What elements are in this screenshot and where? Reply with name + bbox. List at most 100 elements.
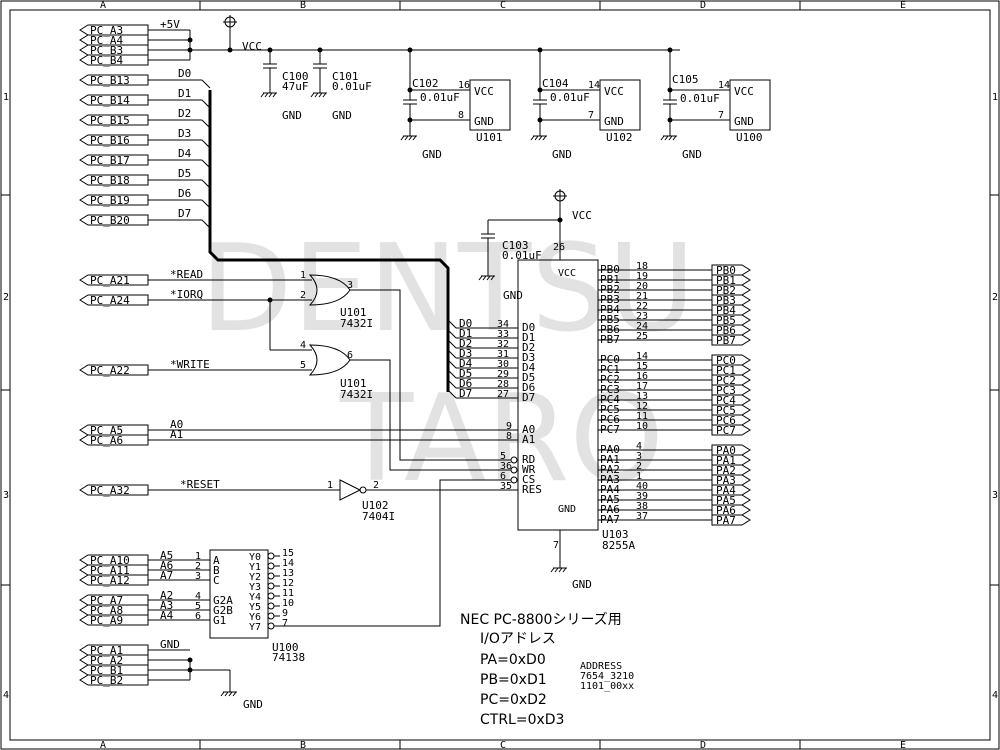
ppi-ref: U103 (602, 528, 629, 541)
c105-name: C105 (672, 73, 699, 86)
decoder-in-num: 5 (195, 601, 201, 612)
data-bus (208, 90, 450, 392)
note-pc: PC=0xD2 (480, 692, 547, 708)
decoder-out-name: Y3 (249, 582, 261, 593)
ppi-data-net: D0 (459, 317, 472, 330)
port-pc_a10-label: PC_A10 (90, 554, 130, 567)
ppi-pc-pin-num: 10 (636, 421, 648, 432)
power-block-vcc-pin: 14 (718, 80, 730, 91)
c103-ground (486, 275, 491, 281)
decoder-in-num: 3 (195, 571, 201, 582)
power-block-vcc-label: VCC (604, 85, 624, 98)
note-pa: PA=0xD0 (480, 652, 546, 668)
ppi-pb-pin-num: 25 (636, 331, 648, 342)
port-pc_a32-label: PC_A32 (90, 484, 130, 497)
port-pc_a9-label: PC_A9 (90, 614, 123, 627)
port-pc7 (711, 424, 751, 436)
port-pb5-label: PB5 (716, 314, 736, 327)
ppi-pc-pin-name: PC0 (600, 353, 620, 366)
ppi-pin-name: D7 (522, 391, 535, 404)
wr-wire (350, 359, 511, 471)
ppi-pin-name: A0 (522, 423, 535, 436)
port-pc_a21-label: PC_A21 (90, 274, 130, 287)
note-address-value: 1101_00xx (580, 681, 634, 692)
u101a-part: 7432I (340, 317, 373, 330)
row-label-1: 1 (3, 92, 9, 103)
port-pc1-label: PC1 (716, 364, 736, 377)
ppi-data-net: D7 (459, 387, 472, 400)
decoupling-ground (538, 135, 543, 141)
port-pa5-label: PA5 (716, 494, 736, 507)
u101b-pin6: 6 (347, 350, 353, 361)
power-block-ref: U100 (736, 131, 763, 144)
port-pc_a11-label: PC_A11 (90, 564, 130, 577)
ppi-pc-pin-name: PC1 (600, 363, 620, 376)
decoupling-ground (664, 135, 669, 141)
note-subtitle: I/Oアドレス (480, 631, 556, 647)
data-net-label: D2 (178, 107, 191, 120)
port-pc2 (711, 374, 751, 386)
decoder-out-num: 13 (282, 568, 294, 579)
row-label-1-right: 1 (992, 92, 998, 103)
ppi-pc-pin-num: 14 (636, 351, 648, 362)
port-pc_a24-label: PC_A24 (90, 294, 130, 307)
ppi-pb-pin-num: 20 (636, 281, 648, 292)
c105-value: 0.01uF (680, 92, 720, 105)
decoder-out-name: Y1 (249, 562, 261, 573)
col-label-e-bottom: E (900, 740, 906, 750)
col-label-d-bottom: D (700, 740, 706, 750)
gnd-label-decoder: GND (160, 638, 180, 651)
row-label-2-right: 2 (992, 292, 998, 303)
ppi-pin-name: A1 (522, 433, 535, 446)
decoder-out-name: Y0 (249, 552, 261, 563)
col-label-b-bottom: B (300, 740, 306, 750)
col-label-b: B (300, 0, 306, 11)
port-pa0-label: PA0 (716, 444, 736, 457)
port-pb0-label: PB0 (716, 264, 736, 277)
inverter-u102 (339, 479, 362, 501)
ppi-pc-pin-name: PC5 (600, 403, 620, 416)
note-address-title: ADDRESS (580, 661, 622, 672)
port-pc6 (711, 414, 751, 426)
port-pc_a8-label: PC_A8 (90, 604, 123, 617)
power-block-vcc-pin: 14 (588, 80, 600, 91)
ppi-pa-pin-num: 2 (636, 461, 642, 472)
decoder-in-net: A3 (160, 599, 173, 612)
port-pc_b2-label: PC_B2 (90, 674, 123, 687)
decoder-in-net: A6 (160, 559, 173, 572)
port-pb3-label: PB3 (716, 294, 736, 307)
ppi-pa-pin-num: 39 (636, 491, 648, 502)
power-block-vcc-label: VCC (474, 85, 494, 98)
port-pc_a3-label: PC_A3 (90, 24, 123, 37)
u102-ref: U102 (362, 499, 389, 512)
col-label-c-bottom: C (500, 740, 506, 750)
port-pa4 (711, 484, 751, 496)
ppi-pa-pin-num: 38 (636, 501, 648, 512)
net-read: *READ (170, 268, 203, 281)
net-a1: A1 (170, 428, 183, 441)
decoder-in-name: G2A (213, 594, 233, 607)
c101-ground (310, 92, 315, 98)
u101b-pin4: 4 (300, 340, 306, 351)
ppi-data-net: D6 (459, 377, 472, 390)
power-block-u100 (729, 79, 771, 131)
decoder-in-name: G1 (213, 614, 226, 627)
decoder-out-num: 7 (282, 618, 288, 629)
ppi-pin-num: 27 (497, 389, 509, 400)
ppi-pin-num: 30 (497, 359, 509, 370)
ppi-pin-num: 35 (500, 481, 512, 492)
ppi-ground (558, 567, 563, 573)
plus5v-label: +5V (160, 18, 180, 31)
ppi-pb-pin-name: PB4 (600, 303, 620, 316)
port-pc4-label: PC4 (716, 394, 736, 407)
c100-value: 47uF (282, 80, 309, 93)
port-pb0 (711, 264, 751, 276)
ppi-vcc-label: VCC (558, 268, 576, 279)
port-pc5-label: PC5 (716, 404, 736, 417)
port-pc2-label: PC2 (716, 374, 736, 387)
row-label-3: 3 (3, 490, 9, 501)
ppi-pin-num: 32 (497, 339, 509, 350)
vcc-label-ppi: VCC (572, 209, 592, 222)
port-pb2-label: PB2 (716, 284, 736, 297)
